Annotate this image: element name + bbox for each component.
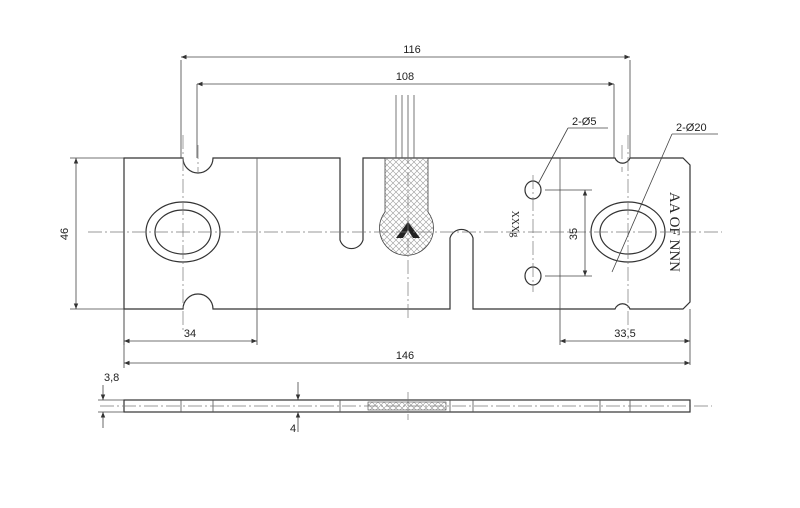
dimension-146: 146 <box>123 309 690 368</box>
lead-wires <box>395 95 415 158</box>
plate-top-view <box>88 95 722 330</box>
dimension-46: 46 <box>59 157 124 310</box>
dimension-34: 34 <box>123 309 258 345</box>
dim-34-label: 34 <box>184 328 196 340</box>
dim-116-label: 116 <box>403 44 421 56</box>
dim-108-label: 108 <box>396 71 414 83</box>
plate-side-view <box>100 392 712 420</box>
dimension-3-8: 3,8 <box>98 372 124 428</box>
dim-33-5-label: 33,5 <box>614 328 635 340</box>
callout-large-holes: 2-Ø20 <box>611 122 718 273</box>
dimension-4: 4 <box>290 382 301 435</box>
callout-small-holes-label: 2-Ø5 <box>572 116 596 128</box>
marking-small-code: XXXg <box>509 211 520 238</box>
dimension-108: 108 <box>196 71 615 158</box>
dimension-35: 35 <box>545 189 592 277</box>
callout-small-holes: 2-Ø5 <box>537 116 608 185</box>
dim-3-8-label: 3,8 <box>104 372 119 384</box>
dim-46-label: 46 <box>59 228 71 240</box>
dimension-33-5: 33,5 <box>559 309 691 365</box>
dim-146-label: 146 <box>396 350 414 362</box>
dimension-116: 116 <box>180 44 631 158</box>
plate-outline <box>123 157 691 310</box>
dim-4-label: 4 <box>290 423 296 435</box>
dim-35-label: 35 <box>568 228 580 240</box>
callout-large-holes-label: 2-Ø20 <box>676 122 707 134</box>
shunt-hatch <box>379 157 434 256</box>
marking-code: AA OF NNN <box>666 192 682 272</box>
